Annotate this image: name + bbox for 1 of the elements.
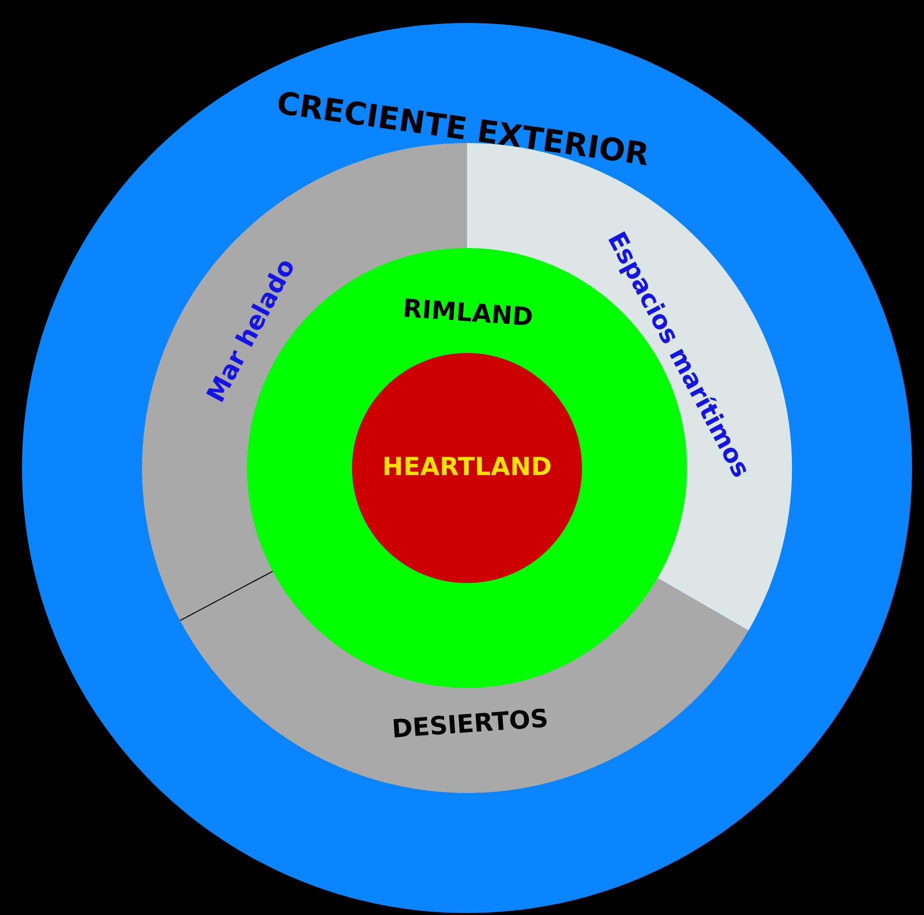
- sector-label: DESIERTOS: [394, 708, 547, 738]
